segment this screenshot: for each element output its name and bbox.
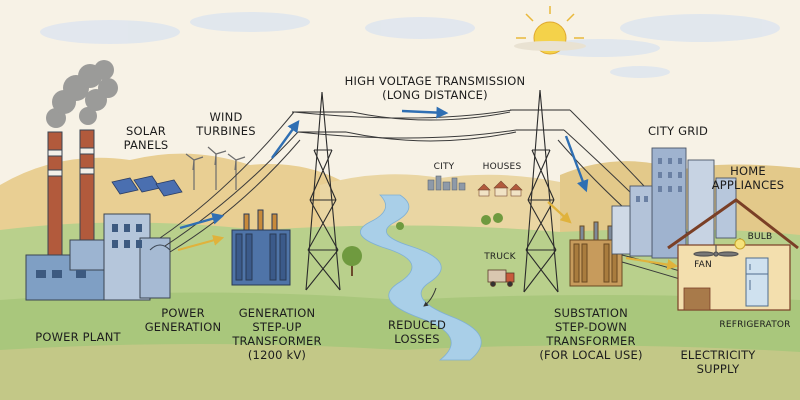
title-label: HIGH VOLTAGE TRANSMISSION (LONG DISTANCE… <box>330 74 540 102</box>
arrow-icon <box>179 106 589 230</box>
city-label: CITY <box>433 162 455 172</box>
distant-city-icon <box>427 175 466 191</box>
river-icon <box>360 194 482 361</box>
city-grid-label: CITY GRID <box>647 124 709 138</box>
step-down-transformer-label: SUBSTATION STEP-DOWN TRANSFORMER (FOR LO… <box>539 306 643 363</box>
fan-label: FAN <box>694 260 712 270</box>
transmission-tower-icon <box>510 89 570 293</box>
refrigerator-icon <box>745 257 769 307</box>
reduced-losses-label: REDUCED LOSSES <box>387 318 447 347</box>
transformer-icon <box>569 221 623 287</box>
houses-label: HOUSES <box>482 162 522 172</box>
clouds <box>40 12 780 78</box>
arrow-icon <box>177 201 679 271</box>
transmission-tower-icon <box>292 91 352 291</box>
home-appliances-label: HOME APPLIANCES <box>711 164 785 193</box>
subtitle-text: (LONG DISTANCE) <box>382 88 488 103</box>
bulb-label: BULB <box>747 232 773 242</box>
power-generation-label: POWER GENERATION <box>144 306 222 335</box>
smoke-icon <box>46 60 118 128</box>
transformer-icon <box>231 209 291 286</box>
truck-label: TRUCK <box>484 252 516 262</box>
arrow-icon <box>423 287 437 307</box>
tree-icon <box>342 213 503 276</box>
solar-panel-icon <box>111 175 183 197</box>
ceiling-fan-icon <box>693 245 739 257</box>
solar-panels-label: SOLAR PANELS <box>123 124 169 153</box>
sun-icon <box>514 6 586 55</box>
power-plant-icon <box>25 129 171 301</box>
refrigerator-label: REFRIGERATOR <box>719 320 791 330</box>
wind-turbines-label: WIND TURBINES <box>196 110 256 139</box>
power-plant-label: POWER PLANT <box>35 330 121 344</box>
step-up-transformer-label: GENERATION STEP-UP TRANSFORMER (1200 kV) <box>232 306 322 363</box>
title-text: HIGH VOLTAGE TRANSMISSION <box>344 74 526 88</box>
electricity-supply-label: ELECTRICITY SUPPLY <box>680 348 756 377</box>
truck-icon <box>487 269 515 287</box>
light-bulb-icon <box>734 238 746 250</box>
distant-houses-icon <box>477 180 523 197</box>
